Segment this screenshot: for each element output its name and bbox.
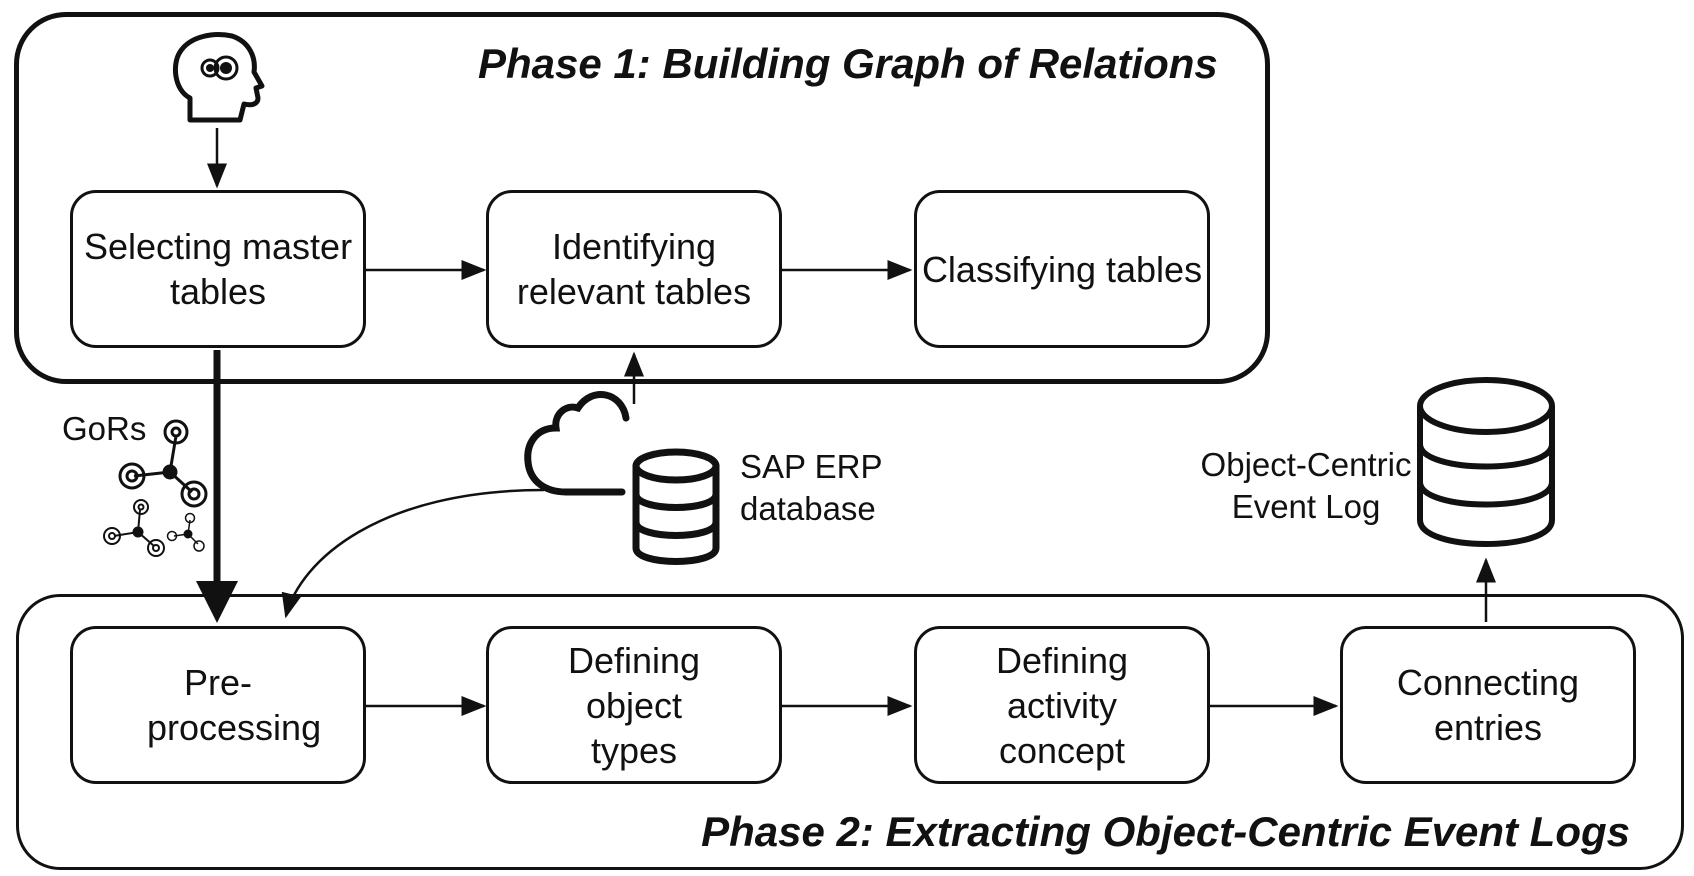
cloud-database-icon — [524, 391, 720, 565]
arrow-database-to-preprocessing — [281, 488, 545, 619]
gors-label: GoRs — [62, 410, 147, 447]
step-label: Defining object types — [567, 639, 701, 771]
sap-erp-database-label: SAP ERP database — [740, 448, 882, 527]
human-head-icon — [172, 32, 265, 123]
step-connecting-entries: Connecting entries — [1340, 626, 1636, 784]
step-pre-processing: Pre- processing — [70, 626, 366, 784]
step-label: Selecting master tables — [83, 226, 353, 312]
graph-network-icon — [103, 419, 208, 557]
step-label: Connecting entries — [1396, 662, 1580, 748]
phase2-frame — [16, 594, 1684, 870]
step-identifying-relevant-tables: Identifying relevant tables — [486, 190, 782, 348]
step-selecting-master-tables: Selecting master tables — [70, 190, 366, 348]
phase2-title: Phase 2: Extracting Object-Centric Event… — [701, 808, 1630, 855]
step-label: Pre- processing — [147, 662, 322, 748]
event-log-label: Object-Centric Event Log — [1200, 446, 1412, 525]
step-defining-activity-concept: Defining activity concept — [914, 626, 1210, 784]
step-defining-object-types: Defining object types — [486, 626, 782, 784]
step-label: Identifying relevant tables — [516, 226, 752, 312]
database-icon — [1417, 377, 1555, 547]
step-label: Classifying tables — [921, 248, 1203, 290]
step-classifying-tables: Classifying tables — [914, 190, 1210, 348]
phase1-frame — [14, 12, 1270, 384]
phase1-title: Phase 1: Building Graph of Relations — [478, 40, 1218, 87]
step-label: Defining activity concept — [995, 639, 1129, 771]
